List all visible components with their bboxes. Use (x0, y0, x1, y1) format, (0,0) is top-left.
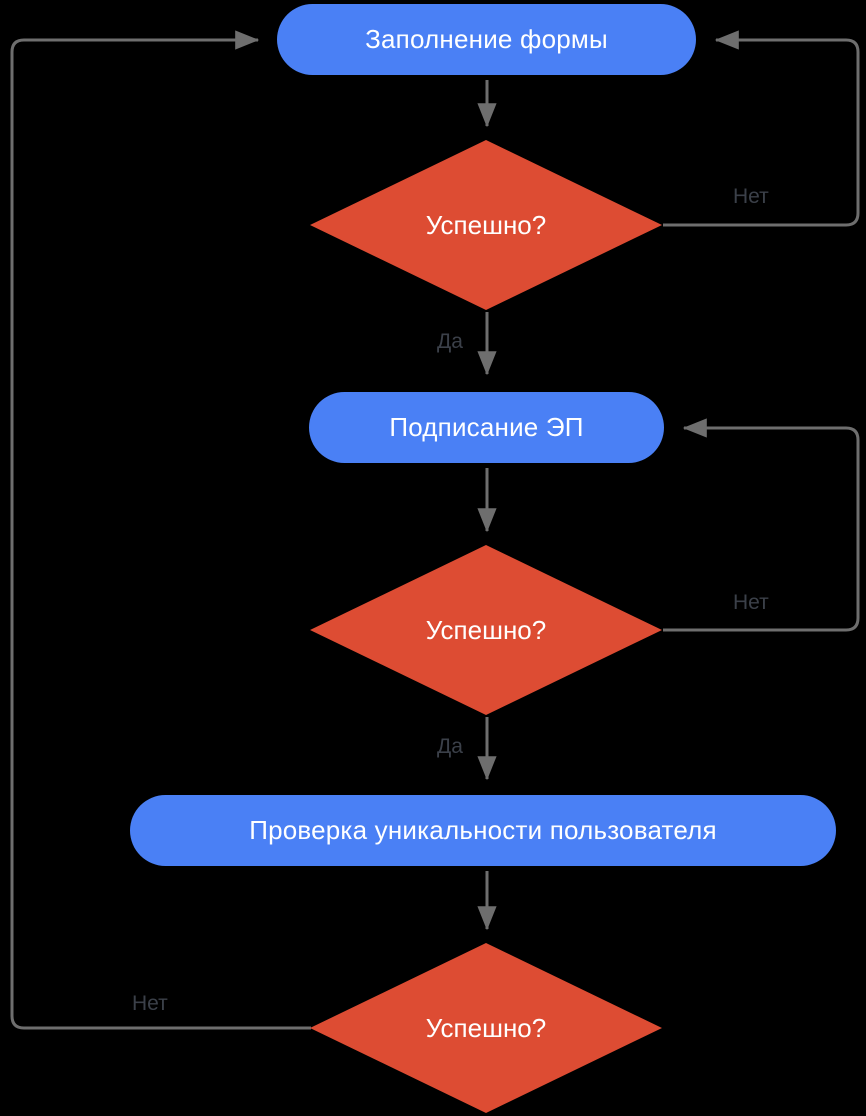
node-decision-form-success[interactable]: Успешно? (310, 140, 662, 310)
node-check-unique[interactable]: Проверка уникальности пользователя (130, 795, 836, 866)
edge-label-no-3: Нет (132, 992, 168, 1015)
edge-label-yes-1: Да (437, 330, 463, 353)
edge-label-yes-2: Да (437, 735, 463, 758)
node-fill-form[interactable]: Заполнение формы (277, 4, 696, 75)
node-decision-form-success-label: Успешно? (425, 209, 547, 240)
node-decision-sign-success-label: Успешно? (425, 614, 547, 645)
node-decision-unique-success-label: Успешно? (425, 1012, 547, 1043)
node-sign-eds[interactable]: Подписание ЭП (309, 392, 664, 463)
diamond-shape-3 (310, 943, 662, 1113)
node-check-unique-label: Проверка уникальности пользователя (249, 815, 717, 845)
node-sign-eds-label: Подписание ЭП (389, 412, 584, 442)
diamond-shape-2 (310, 545, 662, 715)
edge-label-no-1: Нет (733, 185, 769, 208)
node-decision-sign-success[interactable]: Успешно? (310, 545, 662, 715)
node-decision-unique-success[interactable]: Успешно? (310, 943, 662, 1113)
diamond-shape-1 (310, 140, 662, 310)
edge-label-no-2: Нет (733, 591, 769, 614)
node-fill-form-label: Заполнение формы (365, 24, 608, 54)
edge-check3-to-fillform-no (10, 30, 311, 1030)
